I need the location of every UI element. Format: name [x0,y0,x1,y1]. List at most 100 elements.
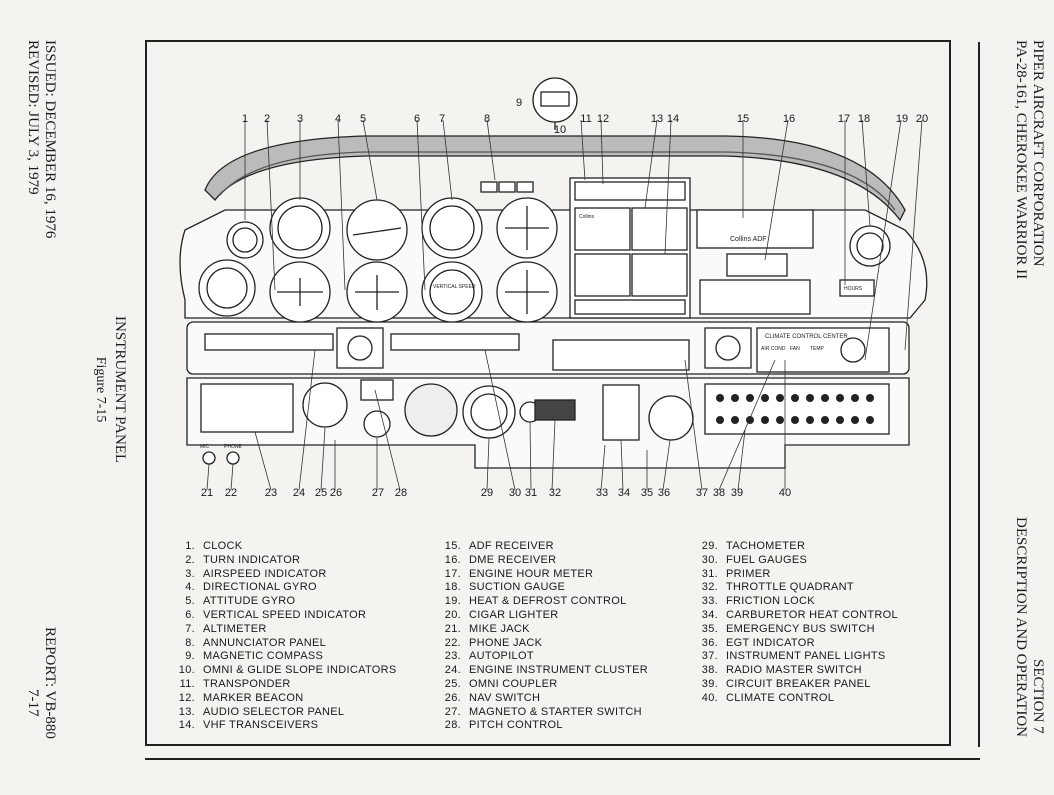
lower-controls [200,379,890,465]
legend-item: 1.CLOCK [173,540,397,554]
legend-text: FRICTION LOCK [726,595,815,608]
callout-9: 9 [515,97,523,109]
legend-number: 32. [701,581,718,594]
legend-item: 22.PHONE JACK [439,637,648,651]
switch-row [204,327,890,373]
legend-item: 4.DIRECTIONAL GYRO [173,581,397,595]
callout-27: 27 [371,487,385,499]
legend-text: ALTIMETER [203,622,267,635]
legend-text: EMERGENCY BUS SWITCH [726,622,875,635]
legend-text: CARBURETOR HEAT CONTROL [726,608,898,621]
legend-text: OMNI COUPLER [469,677,558,690]
fan-label: FAN [790,346,800,352]
annunciator-panel [480,181,534,193]
legend-item: 3.AIRSPEED INDICATOR [173,568,397,582]
legend-item: 23.AUTOPILOT [439,650,648,664]
legend-item: 34.CARBURETOR HEAT CONTROL [696,609,898,623]
callout-37: 37 [695,487,709,499]
callout-25: 25 [314,487,328,499]
callout-15: 15 [736,113,750,125]
legend-text: THROTTLE QUADRANT [726,581,854,594]
radio-stack [569,177,891,319]
legend-item: 18.SUCTION GAUGE [439,581,648,595]
legend-number: 38. [701,664,718,677]
callout-20: 20 [915,113,929,125]
callout-6: 6 [413,113,421,125]
callout-2: 2 [263,113,271,125]
legend-item: 28.PITCH CONTROL [439,719,648,733]
legend-text: DME RECEIVER [469,553,557,566]
callout-36: 36 [657,487,671,499]
issued-date: ISSUED: DECEMBER 16, 1976 [42,40,58,239]
legend-item: 36. EGT INDICATOR [696,637,898,651]
legend-number: 13. [178,705,195,718]
callout-19: 19 [895,113,909,125]
callout-14: 14 [666,113,680,125]
legend-number: 15. [444,540,461,552]
corp-header: PIPER AIRCRAFT CORPORATION PA-28-161, CH… [1012,40,1046,279]
legend-text: EGT INDICATOR [726,636,815,649]
callout-21: 21 [200,487,214,499]
legend-item: 38. RADIO MASTER SWITCH [696,664,898,678]
legend-item: 40.CLIMATE CONTROL [696,692,898,706]
callout-28: 28 [394,487,408,499]
air-cond-label: AIR COND [761,346,786,352]
callout-31: 31 [524,487,538,499]
legend-number: 26. [444,691,461,704]
legend-number: 11. [179,677,195,690]
legend-text: HEAT & DEFROST CONTROL [469,595,627,608]
legend-item: 6.VERTICAL SPEED INDICATOR [173,609,397,623]
legend-item: 17. ENGINE HOUR METER [439,568,648,582]
legend-number: 31. [701,567,718,580]
legend-number: 35. [701,622,718,635]
legend-text: ENGINE HOUR METER [469,567,594,580]
legend-number: 3. [185,567,195,580]
legend-item: 11.TRANSPONDER [173,678,397,692]
legend-item: 16. DME RECEIVER [439,554,648,568]
callout-8: 8 [483,113,491,125]
legend-text: PRIMER [726,567,771,580]
legend-item: 24. ENGINE INSTRUMENT CLUSTER [439,664,648,678]
legend-text: FUEL GAUGES [726,553,808,566]
legend-number: 17. [444,567,461,580]
leader-lines [206,119,923,490]
phone-label: PHONE [224,444,242,450]
legend-number: 2. [185,553,195,566]
legend-number: 27. [444,705,461,718]
legend-item: 21.MIKE JACK [439,623,648,637]
legend-text: RADIO MASTER SWITCH [726,664,862,677]
instrument-panel-drawing: Collins ADF CLIMATE CONTROL CENTER AIR C… [179,77,928,490]
legend-text: TURN INDICATOR [203,553,301,566]
flight-instruments [198,197,558,323]
legend-item: 10.OMNI & GLIDE SLOPE INDICATORS [173,664,397,678]
page-number: 7-17 [25,689,41,717]
legend-number: 36. [701,636,718,649]
section-number: SECTION 7 [1030,659,1046,734]
legend-text: PHONE JACK [469,636,543,649]
legend-number: 37. [701,650,718,663]
callout-23: 23 [264,487,278,499]
transceiver-label: Collins [579,214,595,220]
legend-number: 1. [185,540,195,552]
hourmeter-label: HOURS [844,286,863,292]
legend-text: OMNI & GLIDE SLOPE INDICATORS [203,664,397,677]
legend-item: 35. EMERGENCY BUS SWITCH [696,623,898,637]
legend-number: 30. [701,553,718,566]
report-id: REPORT: VB-880 [42,627,58,739]
legend-text: ENGINE INSTRUMENT CLUSTER [469,664,649,677]
legend-item: 14.VHF TRANSCEIVERS [173,719,397,733]
legend-number: 24. [444,664,461,677]
legend-number: 19. [444,595,461,608]
legend-number: 21. [444,622,461,635]
legend-number: 16. [444,553,461,566]
callout-10: 10 [553,124,567,136]
climate-label: CLIMATE CONTROL CENTER [765,334,848,340]
legend-item: 2. TURN INDICATOR [173,554,397,568]
legend-number: 5. [185,595,195,608]
callout-35: 35 [640,487,654,499]
mic-label: MIC [200,444,210,450]
legend-number: 18. [444,581,461,594]
callout-29: 29 [480,487,494,499]
